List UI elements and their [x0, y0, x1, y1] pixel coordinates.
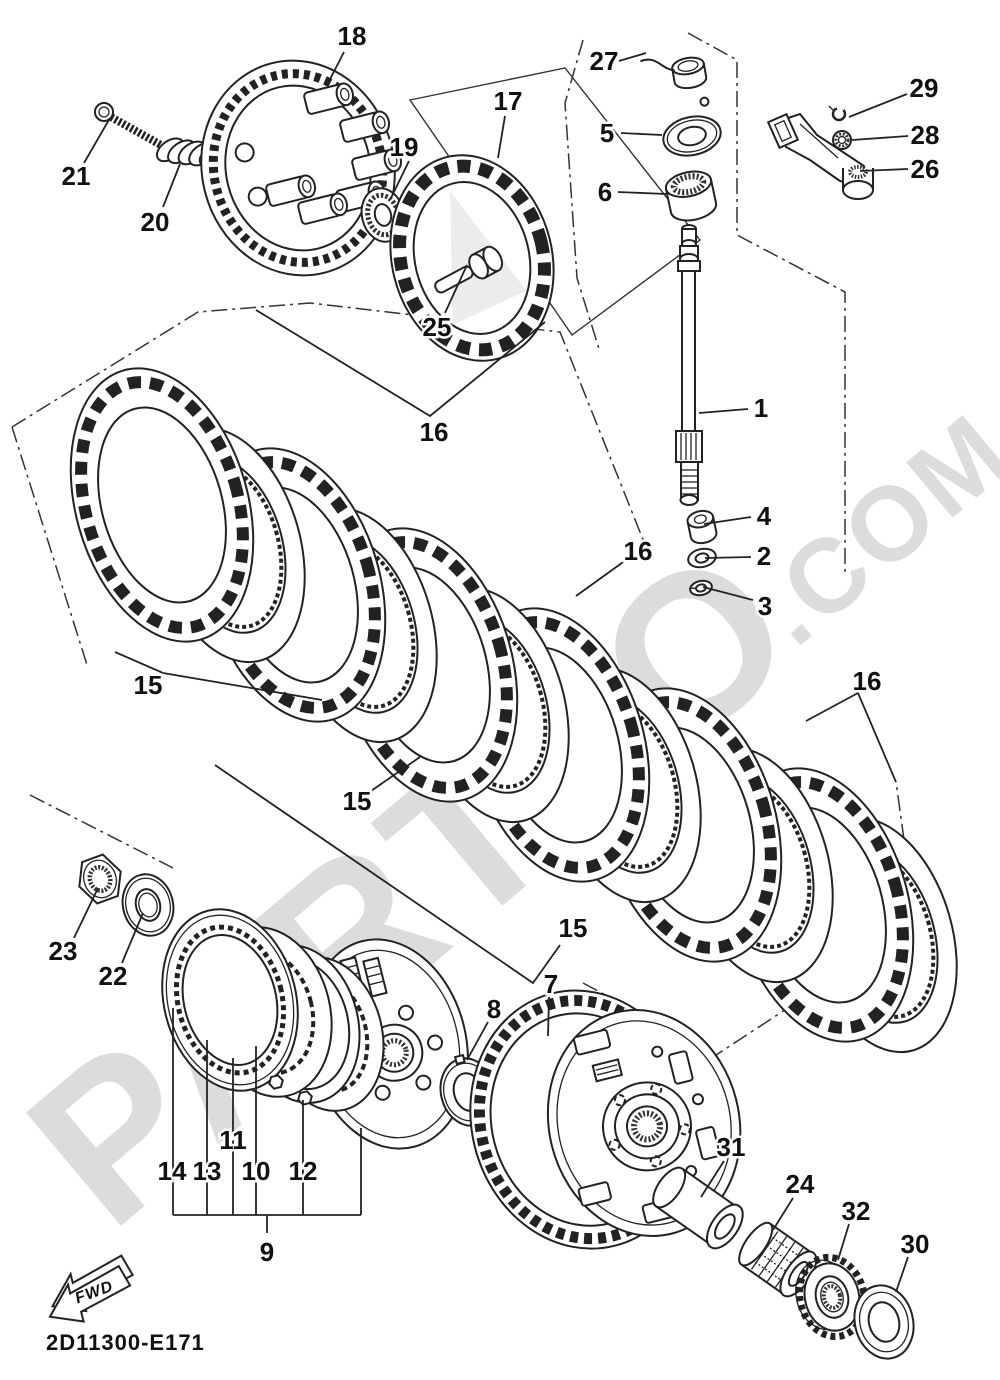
end-washer-part-30 [853, 1284, 915, 1360]
callout-27: 27 [590, 46, 619, 76]
callout-23: 23 [49, 936, 78, 966]
push-rod-part [675, 224, 703, 506]
callout-4: 4 [757, 501, 772, 531]
callout-15c: 15 [559, 913, 588, 943]
callout-1: 1 [754, 393, 768, 423]
callout-25: 25 [423, 312, 452, 342]
watermark-text-suffix: .COM [735, 391, 1000, 667]
leader-lines [73, 51, 909, 1293]
callout-31: 31 [717, 1132, 746, 1162]
callout-14: 14 [158, 1156, 187, 1186]
clutch-boss-discs [161, 908, 469, 1150]
callout-15a: 15 [134, 670, 163, 700]
callout-6: 6 [598, 177, 612, 207]
callout-13: 13 [193, 1156, 222, 1186]
spacer-collar-part [686, 509, 718, 545]
callout-16a: 16 [420, 417, 449, 447]
clutch-nut-part [78, 853, 122, 905]
callout-16b: 16 [624, 536, 653, 566]
callout-3: 3 [758, 591, 772, 621]
bearing-part-24 [738, 1221, 818, 1298]
spacer-part-31 [652, 1166, 744, 1250]
callout-2: 2 [757, 541, 771, 571]
circlip-part [640, 56, 710, 107]
boss-bolt-part-12 [268, 1074, 284, 1090]
callout-24: 24 [786, 1169, 815, 1199]
callout-8: 8 [487, 994, 501, 1024]
washer-part-2 [687, 547, 717, 569]
lever-washer-part-28 [832, 130, 852, 150]
callout-9: 9 [260, 1237, 274, 1267]
pressure-plate-part [200, 59, 396, 277]
callout-20: 20 [141, 207, 170, 237]
callout-28: 28 [911, 120, 940, 150]
callout-15b: 15 [343, 786, 372, 816]
callout-30: 30 [901, 1229, 930, 1259]
callout-21: 21 [62, 161, 91, 191]
push-lever-part [766, 112, 874, 200]
bearing-ring-part [662, 115, 722, 157]
diagram-code: 2D11300-E171 [46, 1330, 205, 1355]
clutch-plate-stack [69, 367, 958, 1054]
callout-19: 19 [390, 132, 419, 162]
callout-5: 5 [600, 118, 614, 148]
callout-labels: 18 21 20 17 19 25 27 5 6 29 28 26 1 4 2 … [46, 19, 942, 1270]
callout-7: 7 [544, 969, 558, 999]
callout-11: 11 [219, 1125, 247, 1155]
clutch-spring-bolt-part [94, 102, 170, 153]
callout-18: 18 [338, 21, 367, 51]
callout-32: 32 [842, 1196, 871, 1226]
callout-26: 26 [911, 154, 940, 184]
clutch-bolt-part [434, 245, 504, 294]
callout-22: 22 [99, 961, 128, 991]
fwd-arrow-icon: FWD [48, 1254, 135, 1323]
callout-10: 10 [242, 1156, 271, 1186]
needle-bearing-part [664, 170, 718, 222]
lock-washer-part [121, 873, 175, 937]
callout-12: 12 [289, 1156, 318, 1186]
callout-17: 17 [494, 86, 523, 116]
boss-bolt-part-12b [297, 1090, 313, 1106]
clutch-housing-part [469, 989, 742, 1250]
primary-gear-part-32 [795, 1253, 869, 1341]
lever-clip-part-29 [828, 105, 847, 122]
callout-16c: 16 [853, 666, 882, 696]
callout-29: 29 [910, 73, 939, 103]
